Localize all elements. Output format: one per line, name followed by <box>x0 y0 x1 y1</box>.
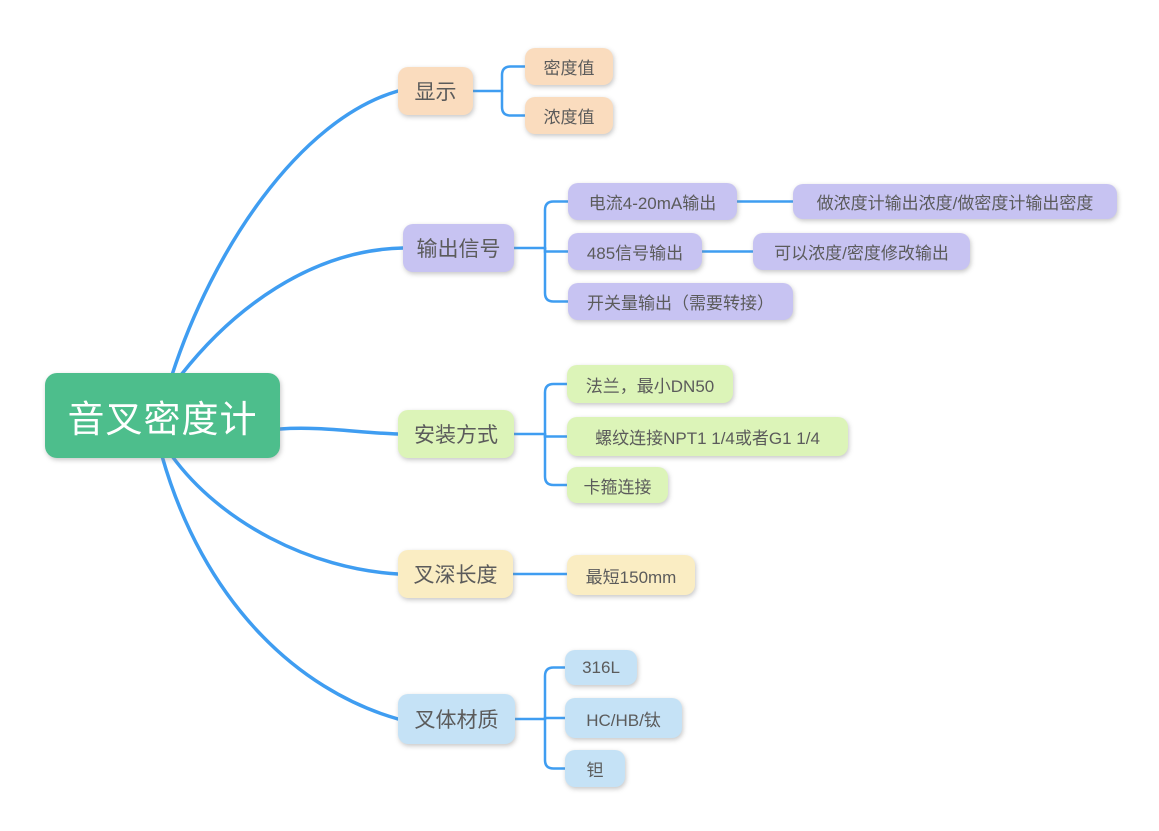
connector-material-hchb <box>543 716 567 721</box>
child-tantalum[interactable]: 钽 <box>565 750 625 787</box>
branch-output-signal[interactable]: 输出信号 <box>403 224 514 272</box>
root-node[interactable]: 音叉密度计 <box>45 373 280 458</box>
child-hc-hb-ti[interactable]: HC/HB/钛 <box>565 698 682 738</box>
child-switch-output[interactable]: 开关量输出（需要转接） <box>568 283 793 320</box>
connector-root-fork-material <box>160 454 400 721</box>
child-flange[interactable]: 法兰，最小DN50 <box>567 365 733 403</box>
connector-output-485 <box>543 246 570 253</box>
child-clamp-connection[interactable]: 卡箍连接 <box>567 467 668 503</box>
connector-install-flange <box>543 382 569 436</box>
child-thread-connection[interactable]: 螺纹连接NPT1 1/4或者G1 1/4 <box>567 417 848 456</box>
connector-output-switch <box>543 246 570 303</box>
branch-fork-material[interactable]: 叉体材质 <box>398 694 515 744</box>
connector-root-installation <box>278 426 400 436</box>
grandchild-485-output-note[interactable]: 可以浓度/密度修改输出 <box>753 233 970 270</box>
connector-root-fork-depth <box>170 454 400 576</box>
child-density-value[interactable]: 密度值 <box>525 48 613 85</box>
branch-display[interactable]: 显示 <box>398 67 473 115</box>
grandchild-current-output-note[interactable]: 做浓度计输出浓度/做密度计输出密度 <box>793 184 1117 219</box>
connector-root-display <box>170 89 400 377</box>
child-current-output[interactable]: 电流4-20mA输出 <box>568 183 737 220</box>
child-316l[interactable]: 316L <box>565 650 637 685</box>
child-485-output[interactable]: 485信号输出 <box>568 233 702 270</box>
connector-install-clamp <box>543 432 569 487</box>
branch-installation[interactable]: 安装方式 <box>398 410 514 458</box>
connector-root-output-signal <box>179 246 405 377</box>
branch-fork-depth[interactable]: 叉深长度 <box>398 550 513 598</box>
connector-material-316l <box>543 666 567 721</box>
connector-display-density <box>500 65 527 93</box>
child-min-length[interactable]: 最短150mm <box>567 555 695 595</box>
connector-install-thread <box>543 432 569 438</box>
connector-material-tantalum <box>543 717 567 770</box>
connector-display-concentration <box>500 89 527 117</box>
child-concentration-value[interactable]: 浓度值 <box>525 97 613 134</box>
connector-output-current <box>543 200 570 250</box>
